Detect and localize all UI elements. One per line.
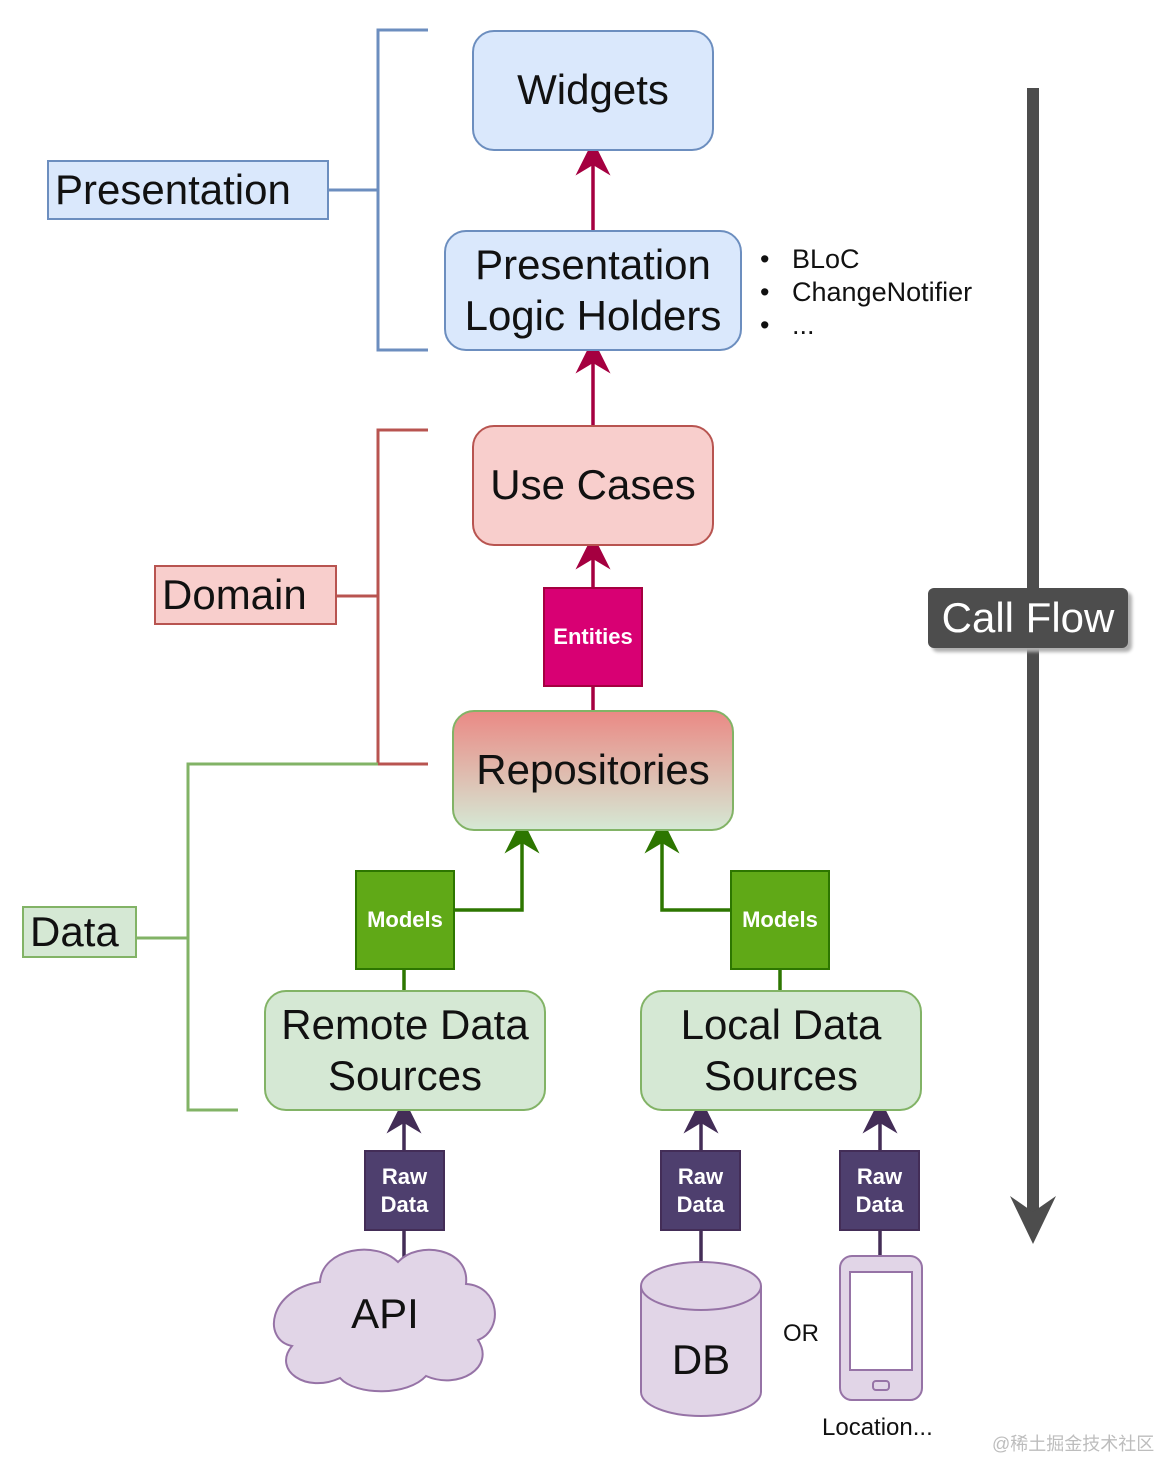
- phone-device-shape: [839, 1255, 923, 1401]
- presentation-logic-line2: Logic Holders: [464, 291, 722, 339]
- presentation-layer-text: Presentation: [55, 166, 291, 213]
- widgets-node: Widgets: [472, 30, 714, 151]
- data-layer-text: Data: [30, 908, 119, 955]
- device-caption: Location...: [822, 1414, 933, 1441]
- presentation-logic-holders-node: Presentation Logic Holders: [444, 230, 742, 351]
- db-label: DB: [671, 1336, 731, 1383]
- widgets-text: Widgets: [517, 66, 669, 114]
- remote-line1: Remote Data: [281, 1001, 529, 1049]
- or-text: OR: [783, 1320, 819, 1347]
- local-data-sources-node: Local Data Sources: [640, 990, 922, 1111]
- call-flow-label: Call Flow: [928, 588, 1128, 648]
- call-flow-arrow: [1010, 88, 1056, 1244]
- repositories-text: Repositories: [476, 746, 710, 794]
- logic-holder-examples-list: BLoC ChangeNotifier ...: [760, 243, 972, 342]
- models-tag-remote: Models: [355, 870, 455, 970]
- db-cylinder-shape: [640, 1261, 762, 1417]
- presentation-logic-line1: Presentation: [475, 241, 711, 289]
- entities-tag: Entities: [543, 587, 643, 687]
- presentation-bracket: [328, 28, 428, 352]
- api-cloud-shape: [272, 1248, 496, 1393]
- domain-bracket: [336, 428, 428, 766]
- models-tag-local: Models: [730, 870, 830, 970]
- raw-text-line1: Raw: [856, 1164, 903, 1189]
- domain-layer-label: Domain: [154, 565, 337, 625]
- raw-text-line2: Data: [380, 1191, 429, 1217]
- raw-text-line1: Raw: [677, 1164, 724, 1189]
- call-flow-text: Call Flow: [941, 594, 1115, 641]
- remote-data-sources-node: Remote Data Sources: [264, 990, 546, 1111]
- raw-text-line2: Data: [855, 1191, 904, 1217]
- local-line1: Local Data: [680, 1001, 882, 1049]
- raw-data-tag-db: Raw Data: [660, 1150, 741, 1231]
- use-cases-node: Use Cases: [472, 425, 714, 546]
- models-text-remote: Models: [367, 907, 443, 933]
- data-layer-label: Data: [22, 906, 137, 958]
- example-changenotifier: ChangeNotifier: [760, 276, 972, 309]
- data-bracket: [136, 762, 378, 1112]
- remote-line2: Sources: [327, 1051, 483, 1099]
- watermark-text: @稀土掘金技术社区: [992, 1434, 1155, 1454]
- local-line2: Sources: [703, 1051, 859, 1099]
- api-label: API: [351, 1290, 419, 1337]
- example-ellipsis: ...: [760, 309, 972, 342]
- raw-text-line1: Raw: [381, 1164, 428, 1189]
- presentation-layer-label: Presentation: [47, 160, 329, 220]
- raw-text-line2: Data: [676, 1191, 725, 1217]
- use-cases-text: Use Cases: [490, 461, 696, 509]
- raw-data-tag-api: Raw Data: [364, 1150, 445, 1231]
- models-text-local: Models: [742, 907, 818, 933]
- example-bloc: BLoC: [760, 243, 972, 276]
- entities-text: Entities: [553, 624, 633, 650]
- raw-data-tag-device: Raw Data: [839, 1150, 920, 1231]
- domain-layer-text: Domain: [162, 571, 307, 618]
- repositories-node: Repositories: [452, 710, 734, 831]
